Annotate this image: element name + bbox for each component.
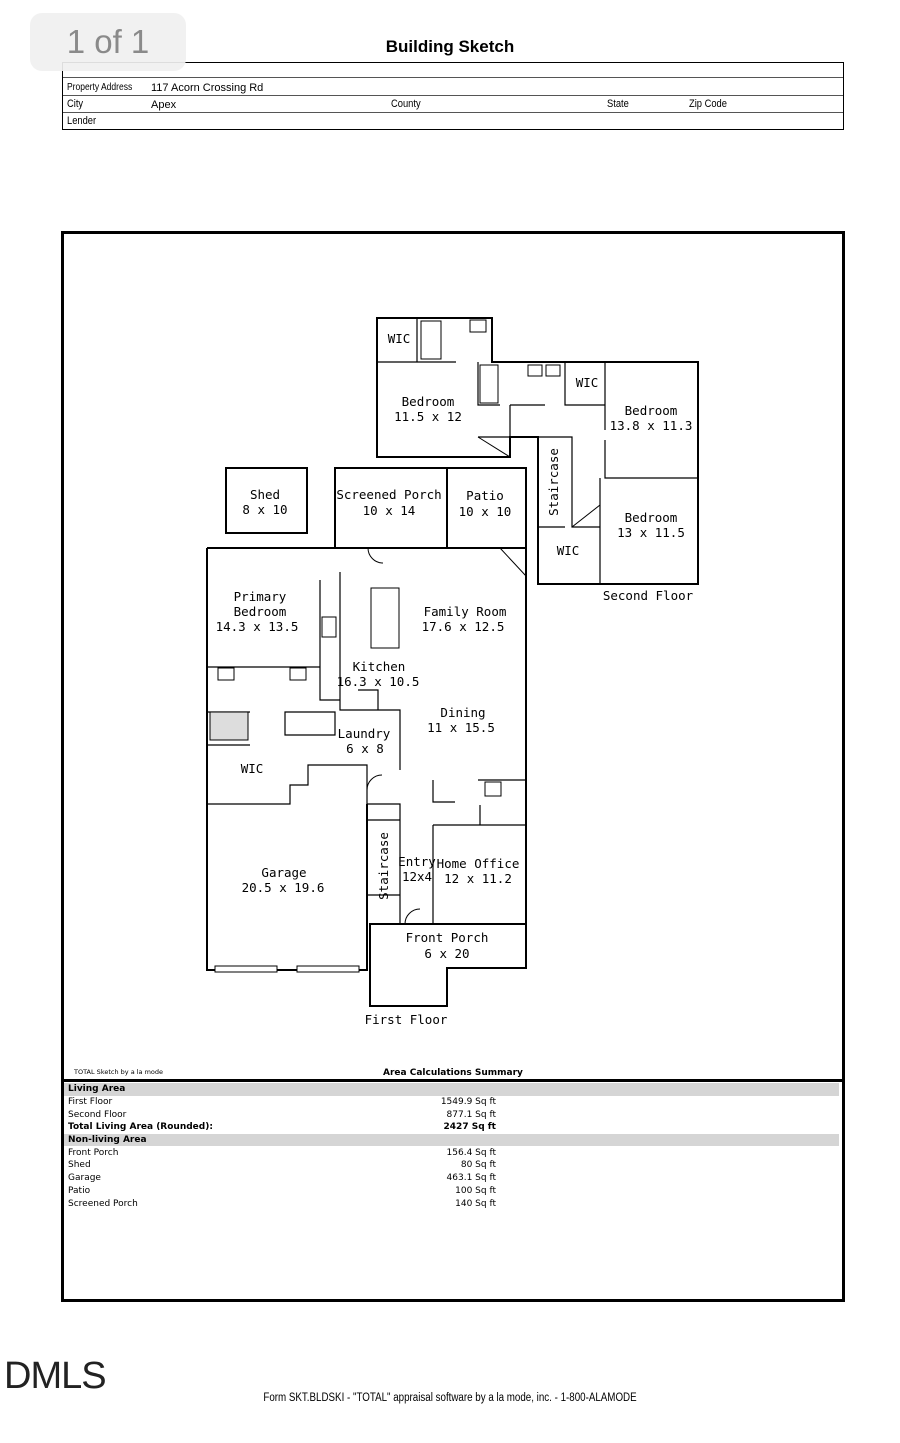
city-label: City bbox=[67, 98, 84, 110]
second-floor-outline bbox=[376, 317, 699, 585]
page-indicator: 1 of 1 bbox=[30, 13, 186, 71]
room-label: Screened Porch bbox=[336, 487, 441, 502]
page-title: Building Sketch bbox=[385, 37, 515, 56]
room-label: Front Porch bbox=[406, 930, 489, 945]
summary-title: Area Calculations Summary bbox=[383, 1068, 523, 1078]
room-dims: 11.5 x 12 bbox=[394, 409, 462, 424]
first-floor-outline bbox=[206, 547, 527, 1007]
room-dims: 8 x 10 bbox=[242, 502, 287, 517]
room-label: Bedroom bbox=[625, 510, 678, 525]
room-dims: 20.5 x 19.6 bbox=[242, 880, 325, 895]
room-label: WIC bbox=[557, 543, 580, 558]
total-row: Total Living Area (Rounded):2427 Sq ft bbox=[68, 1122, 496, 1133]
address-label: Property Address bbox=[67, 82, 133, 93]
room-dims: 13 x 11.5 bbox=[617, 525, 685, 540]
room-label: Family Room bbox=[424, 604, 507, 619]
room-dims: 16.3 x 10.5 bbox=[337, 674, 420, 689]
form-footer: Form SKT.BLDSKI - "TOTAL" appraisal soft… bbox=[263, 1392, 637, 1404]
room-dims: 17.6 x 12.5 bbox=[422, 619, 505, 634]
room-label: WIC bbox=[576, 375, 599, 390]
room-dims: 13.8 x 11.3 bbox=[610, 418, 693, 433]
room-label: Bedroom bbox=[625, 403, 678, 418]
room-label: Staircase bbox=[376, 832, 391, 900]
room-dims: 14.3 x 13.5 bbox=[216, 619, 299, 634]
sketch-frame bbox=[61, 231, 845, 1302]
summary-divider bbox=[61, 1079, 842, 1082]
room-label: Shed bbox=[250, 487, 280, 502]
sketch-credit: TOTAL Sketch by a la mode bbox=[74, 1068, 164, 1076]
room-label: Patio bbox=[466, 488, 504, 503]
nonliving-area-header: Non-living Area bbox=[64, 1133, 839, 1147]
address-value: 117 Acorn Crossing Rd bbox=[151, 82, 264, 94]
dmls-logo: DMLS bbox=[4, 1355, 107, 1397]
floor-plan: WIC Bedroom 11.5 x 12 WIC Bedroom 13.8 x… bbox=[206, 317, 699, 1027]
room-dims: 11 x 15.5 bbox=[427, 720, 495, 735]
room-label: Entry bbox=[398, 854, 436, 869]
room-label: Home Office bbox=[437, 856, 520, 871]
room-label: Dining bbox=[440, 705, 485, 720]
property-header: Property Address 117 Acorn Crossing Rd C… bbox=[62, 62, 844, 130]
floor-label: Second Floor bbox=[603, 588, 694, 603]
room-dims: 10 x 10 bbox=[459, 504, 512, 519]
city-value: Apex bbox=[151, 99, 177, 111]
room-label: Staircase bbox=[546, 448, 561, 516]
room-label: Primary bbox=[234, 589, 287, 604]
zip-label: Zip Code bbox=[689, 98, 727, 110]
living-area-header: Living Area bbox=[64, 1083, 839, 1096]
lender-label: Lender bbox=[67, 115, 97, 127]
room-dims: 6 x 8 bbox=[346, 741, 384, 756]
shed-outline bbox=[225, 467, 308, 534]
room-dims: 6 x 20 bbox=[424, 946, 469, 961]
room-dims: 12x4 bbox=[402, 869, 432, 884]
county-label: County bbox=[391, 98, 421, 110]
room-label: WIC bbox=[388, 331, 411, 346]
room-label: Laundry bbox=[338, 726, 391, 741]
room-label: Bedroom bbox=[234, 604, 287, 619]
room-dims: 12 x 11.2 bbox=[444, 871, 512, 886]
room-label: Garage bbox=[261, 865, 306, 880]
state-label: State bbox=[607, 98, 629, 110]
room-dims: 10 x 14 bbox=[363, 503, 416, 518]
floor-label: First Floor bbox=[365, 1012, 448, 1027]
room-label: WIC bbox=[241, 761, 264, 776]
room-label: Kitchen bbox=[353, 659, 406, 674]
room-label: Bedroom bbox=[402, 394, 455, 409]
